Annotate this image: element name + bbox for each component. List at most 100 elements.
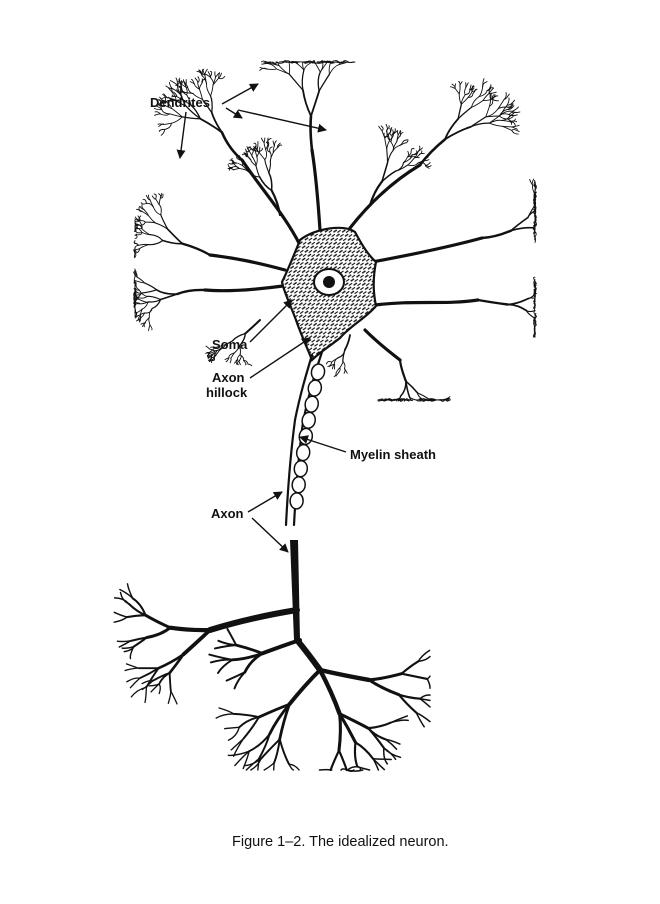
branch [137, 221, 146, 226]
branch [304, 61, 310, 64]
branch [131, 597, 147, 617]
branch [480, 229, 513, 240]
branch [214, 71, 216, 78]
branch [171, 94, 177, 97]
branch [190, 104, 202, 120]
branch [309, 114, 314, 152]
branch [154, 113, 161, 116]
branch [163, 122, 172, 125]
branch [268, 172, 273, 192]
label-soma: Soma [212, 337, 248, 352]
branch [138, 220, 146, 223]
branch [113, 611, 128, 618]
branch [424, 164, 432, 168]
branch [511, 129, 519, 135]
branch [159, 192, 163, 199]
branch [181, 628, 212, 657]
branch [404, 139, 409, 144]
branch [116, 640, 132, 643]
branch [444, 117, 460, 141]
myelin-segment [310, 363, 326, 381]
branch [498, 115, 509, 120]
branch [173, 91, 178, 97]
branch [534, 185, 537, 191]
branch [278, 738, 291, 766]
branch [277, 61, 286, 64]
branch [327, 361, 333, 367]
branch [181, 116, 202, 120]
branch [155, 198, 160, 206]
branch [175, 84, 182, 88]
branch [208, 653, 234, 661]
branch [406, 399, 410, 402]
branch [148, 215, 156, 224]
branch [502, 125, 513, 131]
branch [217, 639, 238, 647]
branch [531, 178, 534, 186]
branch [210, 84, 214, 97]
branch [398, 358, 407, 383]
branch [151, 298, 162, 310]
branch [247, 154, 252, 161]
label-dendrites: Dendrites [150, 95, 210, 110]
branch [454, 88, 460, 95]
branch [391, 131, 396, 136]
branch [138, 312, 146, 316]
branch [471, 85, 475, 92]
branch [161, 108, 171, 115]
branch [399, 380, 407, 397]
branch [160, 128, 166, 136]
branch [506, 303, 528, 312]
branch [257, 702, 291, 719]
branch [424, 164, 430, 169]
branch [136, 276, 146, 284]
branch [125, 663, 140, 669]
branch [199, 82, 203, 90]
branch [417, 162, 426, 166]
branch [345, 769, 355, 773]
label-myelin-sheath: Myelin sheath [350, 447, 436, 462]
branch [216, 344, 224, 352]
primary-dendrites [203, 148, 484, 362]
branch [383, 747, 389, 765]
branch [533, 306, 536, 309]
branch [211, 350, 217, 355]
branch [419, 697, 431, 708]
branch [134, 291, 137, 295]
branch [485, 105, 490, 118]
branch [256, 145, 260, 153]
branch [273, 738, 281, 764]
branch [417, 649, 431, 663]
branch [384, 738, 398, 750]
branch [149, 199, 154, 208]
branch [395, 399, 398, 402]
branch [489, 93, 492, 99]
branch [367, 721, 392, 730]
branch [134, 315, 140, 318]
branch [533, 294, 536, 297]
branch [143, 209, 150, 217]
branch [287, 668, 322, 707]
branch [390, 134, 393, 143]
branch [134, 223, 139, 227]
branch [386, 147, 389, 164]
branch [149, 324, 153, 331]
branch [397, 693, 418, 714]
branch [380, 125, 384, 132]
branch [458, 85, 461, 95]
branch [454, 83, 456, 89]
branch [185, 79, 187, 87]
branch [343, 368, 346, 374]
label-axon-hillock-2: hillock [206, 385, 248, 400]
branch [500, 110, 513, 115]
branch [258, 151, 266, 161]
branch [392, 144, 401, 152]
branch [134, 233, 137, 237]
branch [533, 332, 536, 338]
branch [211, 353, 218, 358]
branch [318, 73, 331, 92]
branch [301, 69, 305, 91]
branch [399, 132, 404, 137]
branch [134, 281, 137, 284]
branch [179, 89, 186, 94]
